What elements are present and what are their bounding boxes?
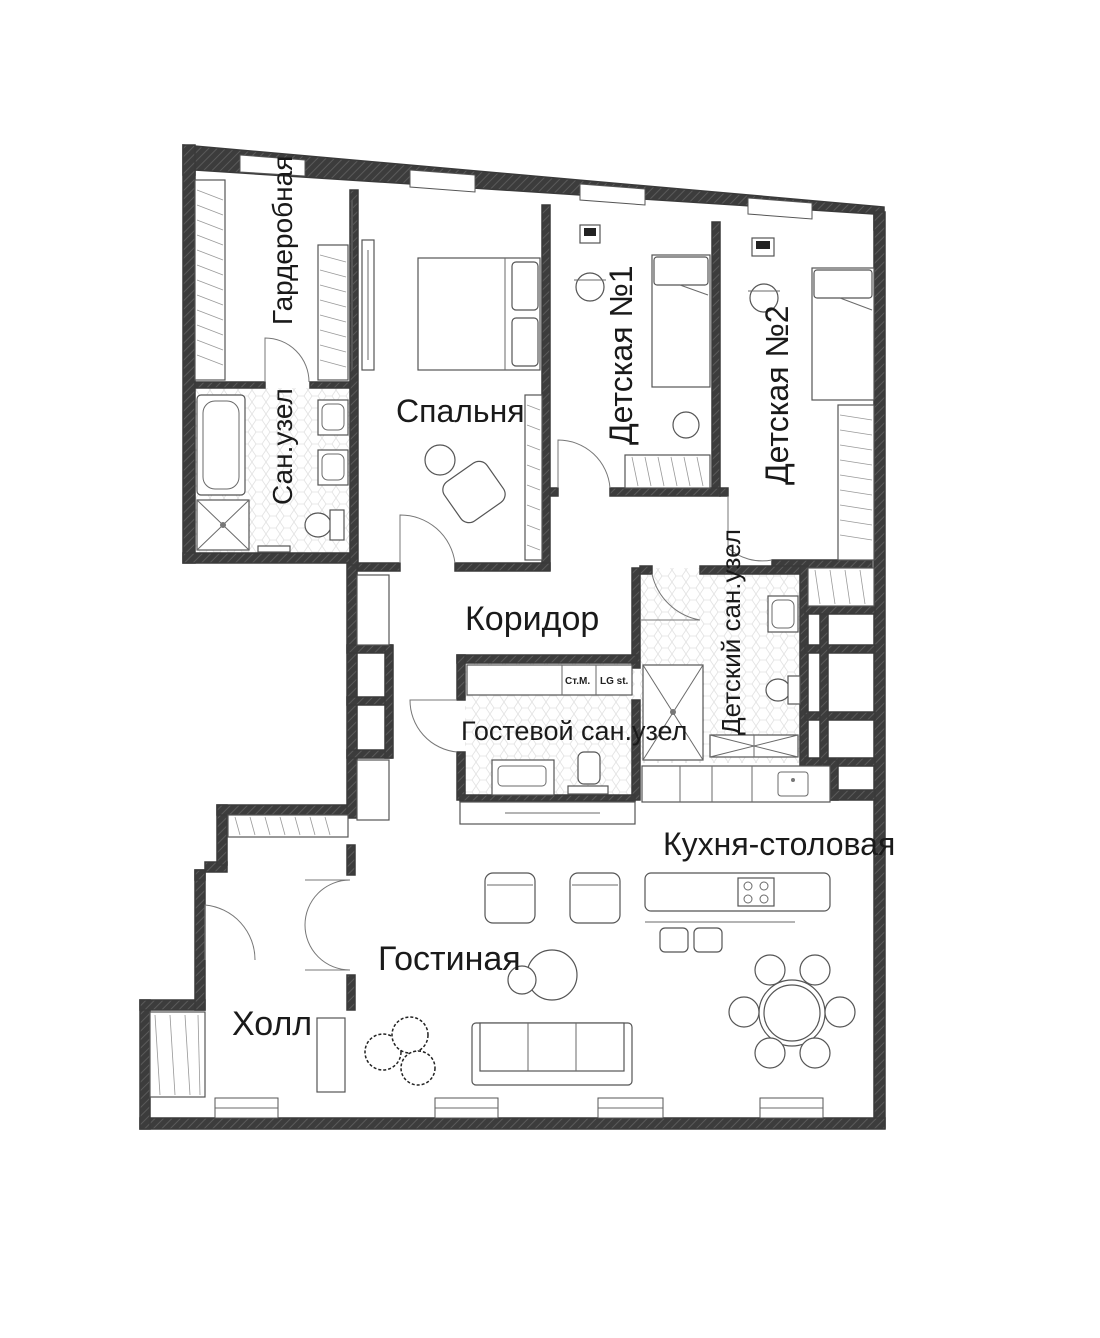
plant-icon [364, 1016, 436, 1086]
label-bathroom: Сан.узел [267, 388, 298, 505]
label-kids-room-2: Детская №2 [759, 305, 795, 485]
kids-room-1 [557, 224, 711, 489]
wardrobe-room [194, 179, 353, 383]
kids-room-2 [727, 237, 875, 607]
label-washer: Ст.М. [565, 676, 590, 687]
kids-bathroom [640, 573, 801, 761]
windows [214, 154, 824, 1119]
label-bedroom: Спальня [396, 393, 525, 429]
label-wardrobe: Гардеробная [267, 156, 298, 325]
kitchen [641, 765, 856, 1069]
guest-bathroom [409, 664, 633, 796]
exterior-walls [139, 144, 886, 1130]
hall [149, 814, 351, 1098]
label-kids-bathroom: Детский сан.узел [716, 529, 746, 735]
label-hall: Холл [232, 1005, 312, 1043]
living-room [316, 872, 633, 1093]
room-labels: Гардеробная Сан.узел Спальня Детская №1 … [232, 156, 895, 1043]
label-living-room: Гостиная [378, 940, 521, 978]
label-corridor: Коридор [465, 600, 599, 638]
label-lg-styler: LG st. [600, 676, 629, 687]
bedroom [361, 239, 543, 564]
label-kitchen: Кухня-столовая [663, 826, 895, 862]
corridor-closets [356, 574, 636, 825]
label-kids-room-1: Детская №1 [603, 265, 639, 445]
master-bathroom [196, 394, 349, 553]
label-guest-bathroom: Гостевой сан.узел [461, 716, 687, 746]
